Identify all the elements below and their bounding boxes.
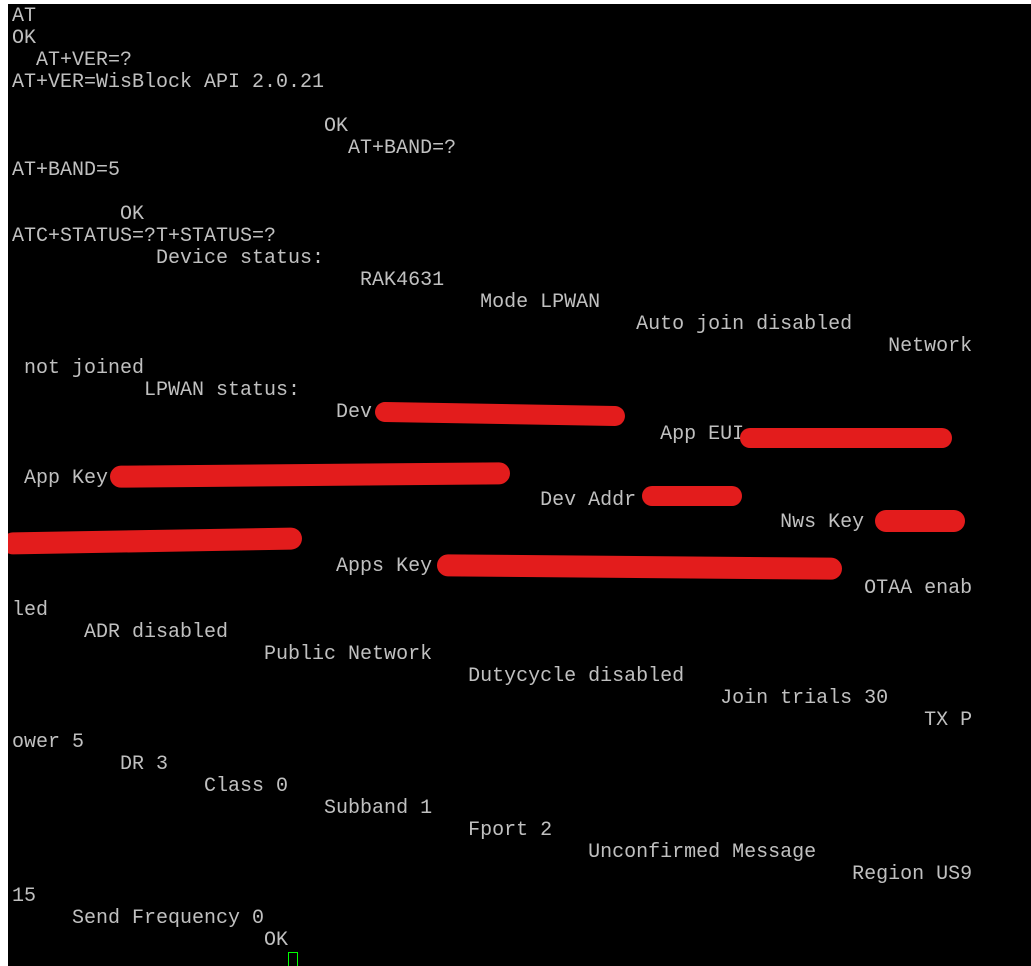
terminal-line: Dutycycle disabled xyxy=(12,665,685,688)
terminal-line: ATC+STATUS=?T+STATUS=? xyxy=(12,225,277,248)
terminal-line: Apps Key xyxy=(12,555,433,578)
terminal-line: Join trials 30 xyxy=(12,687,889,710)
terminal-line: Device status: xyxy=(12,247,325,270)
terminal-line: Auto join disabled xyxy=(12,313,853,336)
terminal-line: Dev xyxy=(12,401,373,424)
terminal-line xyxy=(12,182,972,204)
terminal-line: Public Network xyxy=(12,643,433,666)
terminal-line: Dev Addr xyxy=(12,489,637,512)
terminal-line: AT+BAND=5 xyxy=(12,159,121,182)
terminal-line: OK xyxy=(12,929,289,952)
terminal-line: led xyxy=(12,599,49,622)
terminal-line: OTAA enab xyxy=(12,577,973,600)
redaction-apps-key xyxy=(436,554,843,580)
terminal-line: not joined xyxy=(12,357,145,380)
terminal-line: LPWAN status: xyxy=(12,379,301,402)
redaction-app-key xyxy=(109,462,511,488)
terminal-line: AT+BAND=? xyxy=(12,137,457,160)
terminal-line: Unconfirmed Message xyxy=(12,841,817,864)
terminal-cursor xyxy=(288,952,298,966)
terminal-line: ADR disabled xyxy=(12,621,229,644)
terminal-line: AT+VER=? xyxy=(12,49,133,72)
redaction-app-eui xyxy=(740,428,952,448)
terminal-line: TX P xyxy=(12,709,973,732)
terminal-line: App Key xyxy=(12,467,109,490)
terminal-line: OK xyxy=(12,203,145,226)
terminal-line: DR 3 xyxy=(12,753,169,776)
terminal-line: App EUI xyxy=(12,423,745,446)
terminal-line xyxy=(12,94,972,116)
terminal-line: RAK4631 xyxy=(12,269,445,292)
terminal-line: AT xyxy=(12,5,37,28)
terminal-line: Network xyxy=(12,335,973,358)
terminal-line: Subband 1 xyxy=(12,797,433,820)
redaction-nws-key xyxy=(875,510,965,532)
terminal-line: Region US9 xyxy=(12,863,973,886)
terminal-line: Mode LPWAN xyxy=(12,291,601,314)
terminal-line: ower 5 xyxy=(12,731,85,754)
terminal-line: OK xyxy=(12,115,349,138)
redaction-dev-addr xyxy=(642,486,742,506)
terminal-line: Fport 2 xyxy=(12,819,553,842)
terminal-line: 15 xyxy=(12,885,37,908)
terminal-line: AT+VER=WisBlock API 2.0.21 xyxy=(12,71,325,94)
terminal-line: Nws Key xyxy=(12,511,865,534)
terminal-line: OK xyxy=(12,27,37,50)
terminal-line: Class 0 xyxy=(12,775,289,798)
terminal-line: Send Frequency 0 xyxy=(12,907,265,930)
